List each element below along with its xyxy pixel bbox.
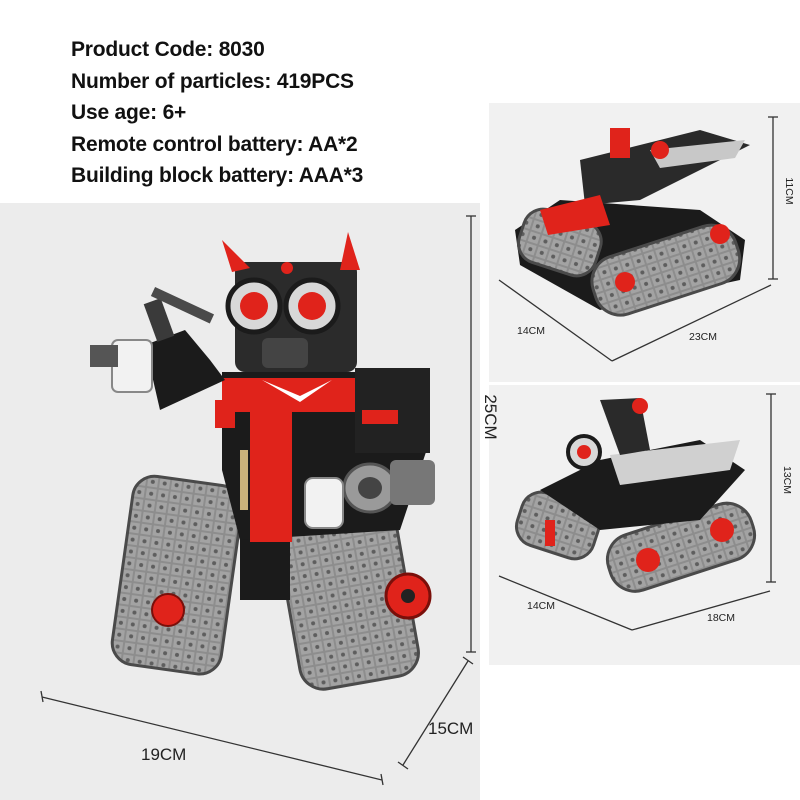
tank-height-label: 11CM [783, 177, 795, 205]
main-depth-label: 15CM [428, 719, 474, 738]
robot-model-image [90, 232, 435, 691]
tank-width-label: 23CM [689, 331, 718, 343]
dimension-lines [40, 116, 778, 786]
spec-product-code: Product Code: 8030 [71, 38, 265, 61]
spec-particle-count: Number of particles: 419PCS [71, 69, 354, 93]
main-width-label: 19CM [141, 745, 187, 764]
tank-depth-label: 14CM [517, 325, 546, 337]
spec-remote-battery: Remote control battery: AA*2 [71, 132, 358, 156]
bike-depth-label: 14CM [527, 600, 556, 612]
main-height-label: 25CM [481, 394, 500, 440]
tank-model-image [515, 128, 750, 317]
bike-model-image [515, 398, 757, 593]
spec-use-age: Use age: 6+ [71, 101, 187, 124]
bike-width-label: 18CM [707, 612, 736, 624]
product-specs: Product Code: 8030 Number of particles: … [71, 34, 363, 192]
spec-block-battery: Building block battery: AAA*3 [71, 164, 364, 187]
bike-height-label: 13CM [781, 465, 793, 494]
